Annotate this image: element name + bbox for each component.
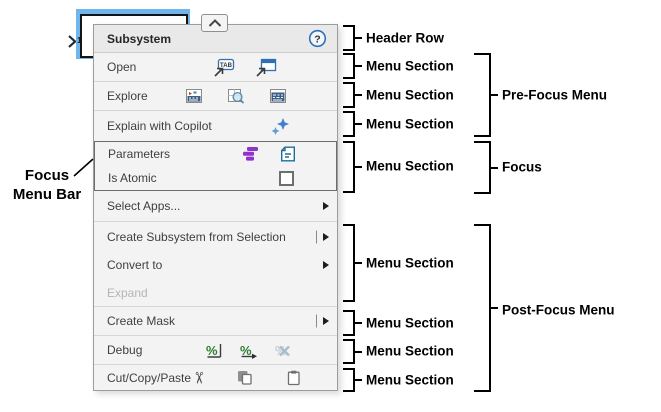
menu-item-label: Convert to — [107, 258, 163, 272]
is-atomic-checkbox[interactable] — [279, 170, 294, 186]
bracket-menu-section-copilot — [343, 111, 362, 137]
menu-item-label: Open — [107, 60, 137, 74]
bracket-menu-section-clipboard — [343, 368, 362, 392]
menu-item-is-atomic[interactable]: Is Atomic — [95, 166, 336, 190]
block-input-port: 1 — [68, 35, 81, 48]
svg-text:TAB: TAB — [220, 62, 233, 68]
menu-item-label: Explain with Copilot — [107, 119, 212, 133]
bracket-focus — [474, 141, 498, 194]
bracket-pre-focus-menu — [474, 53, 498, 137]
menu-item-label: Is Atomic — [108, 171, 157, 185]
menu-item-expand: Expand — [94, 279, 337, 307]
bracket-post-focus-menu — [474, 224, 498, 392]
paste-icon[interactable] — [286, 370, 302, 386]
bracket-menu-section-debug — [343, 339, 362, 364]
menu-bar-collapse-button[interactable] — [201, 14, 228, 32]
menu-item-create-mask[interactable]: Create Mask — [94, 307, 337, 336]
label-menu-section: Menu Section — [366, 315, 454, 331]
bracket-menu-section-mask — [343, 310, 362, 336]
label-menu-section: Menu Section — [366, 87, 454, 103]
submenu-split-bar — [316, 230, 317, 243]
label-menu-section: Menu Section — [366, 158, 454, 174]
menu-item-explain-with-copilot[interactable]: Explain with Copilot — [94, 111, 337, 141]
block-parameters-icon[interactable] — [242, 146, 259, 162]
menu-item-label: Explore — [107, 89, 148, 103]
menu-item-label: Parameters — [108, 147, 171, 161]
subsystem-context-menu: Subsystem ? Open TAB — [93, 24, 338, 391]
label-post-focus-menu: Post-Focus Menu — [502, 302, 615, 318]
menu-item-cut-copy-paste[interactable]: Cut/Copy/Paste ✂ — [94, 365, 337, 390]
property-inspector-icon[interactable] — [269, 88, 287, 104]
coverage-icon[interactable]: % — [205, 342, 223, 359]
focus-menu-section: Parameters Is Atomic — [94, 141, 337, 191]
label-header-row: Header Row — [366, 30, 445, 46]
menu-item-create-subsystem-from-selection[interactable]: Create Subsystem from Selection — [94, 222, 337, 251]
debug-disabled-icon: % — [275, 343, 290, 358]
bracket-menu-section-explore — [343, 82, 362, 108]
menu-item-label: Cut/Copy/Paste — [107, 370, 192, 385]
submenu-arrow-icon — [323, 317, 329, 325]
bracket-header-row — [343, 25, 362, 51]
label-focus: Focus — [502, 159, 542, 175]
bracket-menu-section-open — [343, 53, 362, 79]
menu-item-select-apps[interactable]: Select Apps... — [94, 191, 337, 222]
model-data-editor-icon[interactable] — [279, 146, 296, 162]
label-menu-section: Menu Section — [366, 116, 454, 132]
port-number: 1 — [77, 36, 82, 45]
submenu-arrow-icon — [323, 202, 329, 210]
menu-item-convert-to[interactable]: Convert to — [94, 251, 337, 279]
submenu-arrow-icon — [323, 232, 329, 241]
copy-icon[interactable] — [237, 370, 253, 386]
label-focus-menu-bar: Focus Menu Bar — [12, 167, 82, 203]
label-menu-section: Menu Section — [366, 343, 454, 359]
menu-item-debug[interactable]: Debug % % % — [94, 336, 337, 365]
find-in-model-icon[interactable] — [227, 88, 245, 104]
svg-text:%: % — [206, 343, 218, 358]
open-in-new-window-icon[interactable] — [255, 58, 277, 77]
label-pre-focus-menu: Pre-Focus Menu — [502, 87, 608, 103]
menu-item-label: Create Subsystem from Selection — [107, 229, 286, 244]
model-explorer-icon[interactable] — [185, 88, 203, 104]
menu-item-label: Debug — [107, 343, 143, 357]
label-menu-section: Menu Section — [366, 372, 454, 388]
bracket-menu-section-create — [343, 224, 362, 302]
help-icon[interactable]: ? — [308, 29, 327, 48]
chevron-up-icon — [208, 19, 221, 27]
submenu-split-bar — [316, 314, 317, 328]
menu-item-parameters[interactable]: Parameters — [95, 142, 336, 166]
port-chevron-icon — [68, 35, 76, 48]
open-in-new-tab-icon[interactable]: TAB — [213, 58, 235, 77]
breakpoints-icon[interactable]: % — [239, 342, 258, 359]
svg-text:?: ? — [314, 33, 320, 45]
label-menu-section: Menu Section — [366, 255, 454, 271]
svg-text:%: % — [275, 343, 287, 358]
menu-item-explore[interactable]: Explore — [94, 82, 337, 111]
menu-title: Subsystem — [107, 31, 172, 46]
bracket-menu-section-focus — [343, 141, 362, 193]
svg-text:%: % — [240, 343, 252, 358]
submenu-arrow-icon — [323, 261, 329, 269]
copilot-sparkle-icon[interactable] — [271, 117, 289, 135]
menu-item-label: Create Mask — [107, 314, 176, 328]
menu-item-label: Expand — [107, 285, 148, 300]
label-menu-section: Menu Section — [366, 58, 454, 74]
menu-item-open[interactable]: Open TAB — [94, 53, 337, 82]
menu-item-label: Select Apps... — [107, 199, 181, 213]
cut-icon[interactable]: ✂ — [189, 370, 207, 385]
